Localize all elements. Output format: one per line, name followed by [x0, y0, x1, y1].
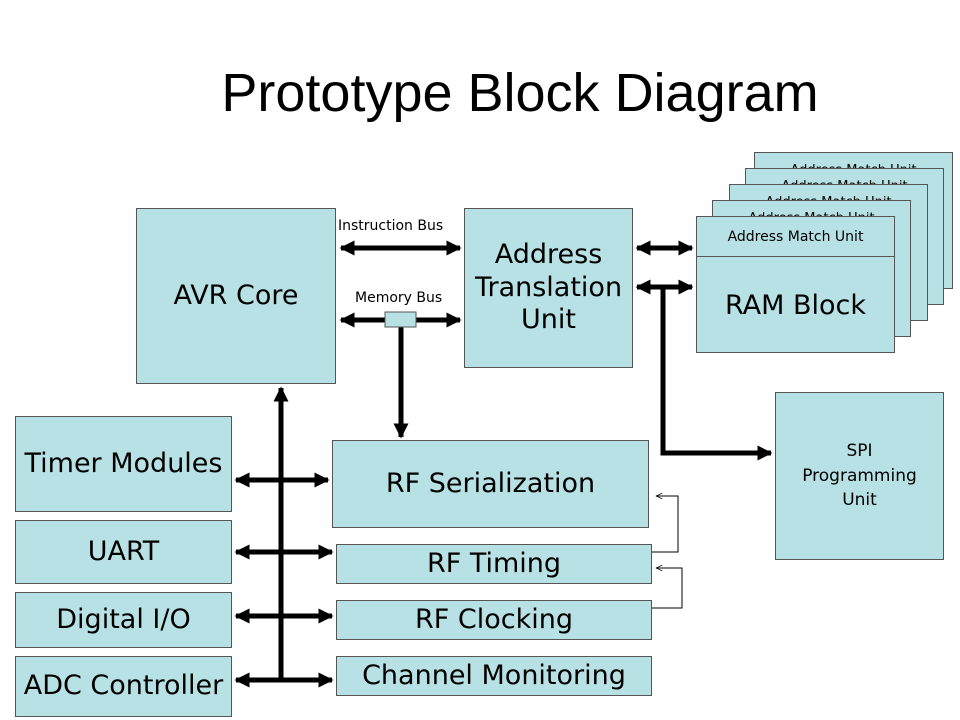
address-translation-unit-block: Address Translation Unit — [464, 208, 633, 368]
rf-clocking-block: RF Clocking — [336, 600, 652, 640]
address-translation-line-1: Address — [494, 238, 603, 270]
rf-serialization-block: RF Serialization — [332, 440, 649, 528]
digital-io-label: Digital I/O — [56, 603, 191, 635]
rf-timing-feedback-arrow — [652, 496, 679, 553]
rf-serialization-label: RF Serialization — [385, 467, 596, 499]
adc-controller-label: ADC Controller — [23, 670, 224, 702]
address-translation-line-3: Unit — [521, 304, 576, 336]
spi-line-3: Unit — [842, 490, 877, 511]
ram-block-front: Address Match Unit RAM Block — [696, 216, 895, 353]
spi-programming-unit-block: SPI Programming Unit — [775, 392, 944, 560]
uart-block: UART — [15, 520, 232, 584]
address-translation-line-2: Translation — [474, 271, 623, 303]
spi-line-2: Programming — [802, 465, 917, 486]
rf-clocking-feedback-arrow — [652, 568, 683, 609]
memory-bus-junction — [384, 311, 417, 328]
timer-modules-label: Timer Modules — [24, 447, 223, 479]
timer-modules-block: Timer Modules — [15, 416, 232, 512]
digital-io-block: Digital I/O — [15, 592, 232, 648]
memory-bus-label: Memory Bus — [355, 290, 443, 306]
instruction-bus-label: Instruction Bus — [338, 218, 444, 234]
rf-clocking-label: RF Clocking — [415, 603, 573, 635]
rf-timing-block: RF Timing — [336, 544, 652, 584]
ram-block-label: RAM Block — [724, 289, 867, 321]
page-title: Prototype Block Diagram — [221, 63, 819, 123]
adc-controller-block: ADC Controller — [15, 656, 232, 717]
avr-core-block: AVR Core — [136, 208, 336, 384]
uart-label: UART — [87, 535, 160, 567]
rf-timing-label: RF Timing — [426, 547, 562, 579]
spi-line-1: SPI — [846, 441, 873, 462]
avr-core-label: AVR Core — [173, 279, 299, 311]
address-match-unit-label: Address Match Unit — [697, 217, 894, 257]
channel-monitoring-block: Channel Monitoring — [336, 656, 652, 696]
channel-monitoring-label: Channel Monitoring — [362, 659, 626, 691]
spi-branch-arrow — [660, 287, 773, 461]
